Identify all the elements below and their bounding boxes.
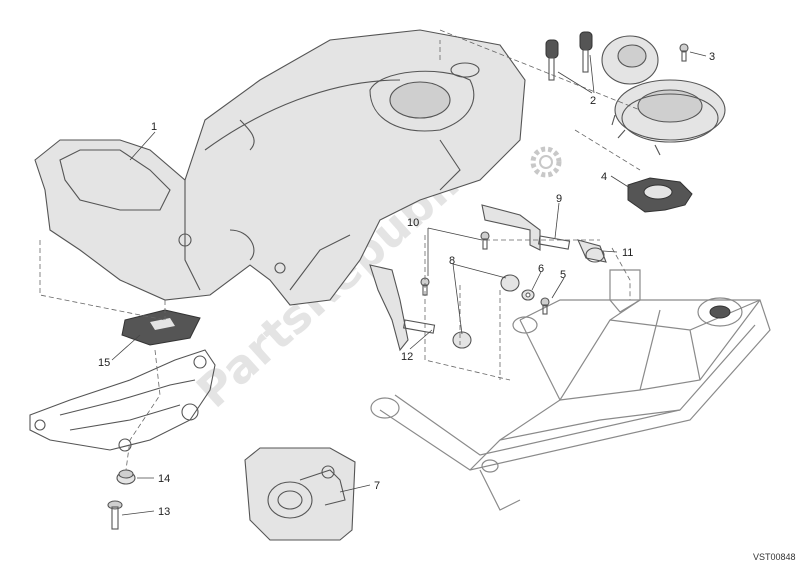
callout-3: 3 <box>709 51 715 63</box>
washer-part-14 <box>116 469 136 485</box>
callout-11: 11 <box>622 247 633 259</box>
callout-7: 7 <box>374 480 380 492</box>
callout-5: 5 <box>560 269 566 281</box>
screw-part-13 <box>107 500 123 530</box>
key-icon <box>545 39 559 59</box>
callout-6: 6 <box>538 263 544 275</box>
callout-labels: 1 2 3 4 5 6 7 8 9 10 11 12 13 14 15 <box>98 51 715 518</box>
callout-12: 12 <box>401 351 413 363</box>
rubber-pad-part <box>121 309 201 346</box>
callout-8: 8 <box>449 255 455 267</box>
screw-part-3 <box>679 43 689 62</box>
gear-icon <box>530 146 562 178</box>
key-icon-2 <box>579 31 593 51</box>
mount-plate-part <box>29 349 216 452</box>
callout-14: 14 <box>158 473 170 485</box>
gasket-part <box>627 177 693 213</box>
callout-1: 1 <box>151 121 157 133</box>
fuel-tank-part <box>34 29 526 306</box>
washer-part-6 <box>521 289 535 301</box>
callout-13: 13 <box>158 506 170 518</box>
callout-15: 15 <box>98 357 110 369</box>
callout-9: 9 <box>556 193 562 205</box>
callout-10: 10 <box>407 217 419 229</box>
assembly-guides <box>39 29 641 471</box>
fuel-cap-part <box>545 31 726 156</box>
drawing-code: VST00848 <box>753 552 796 562</box>
leader-lines <box>111 51 707 516</box>
callout-2: 2 <box>590 95 596 107</box>
screw-part-5 <box>540 297 550 315</box>
bracket-part-9 <box>481 204 571 251</box>
frame-part <box>370 269 771 511</box>
callout-4: 4 <box>601 171 607 183</box>
bushing-part-11 <box>577 239 607 263</box>
bushing-part-8 <box>452 274 520 349</box>
fuel-filler-part <box>244 447 356 541</box>
bracket-part-12 <box>369 264 436 352</box>
